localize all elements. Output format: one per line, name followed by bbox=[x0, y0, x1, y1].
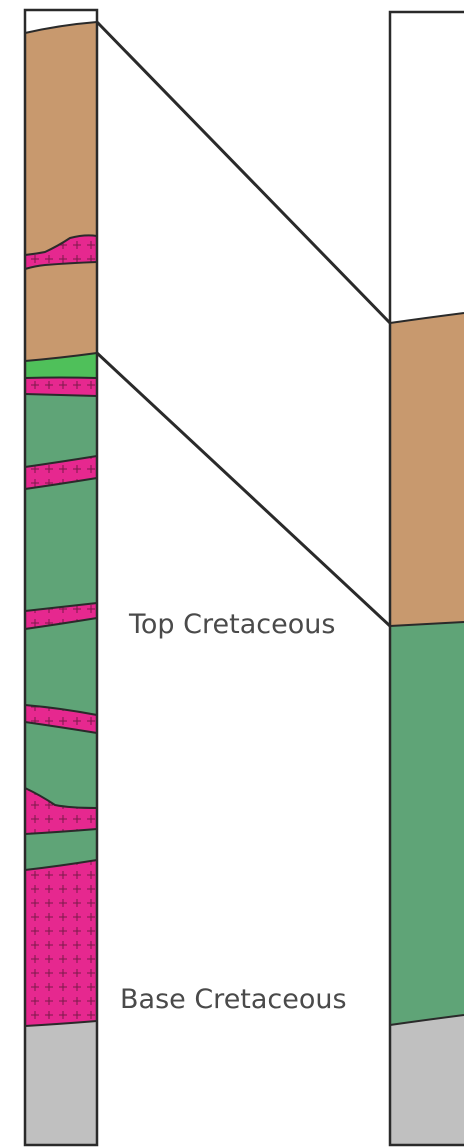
correlation-lines bbox=[97, 22, 390, 626]
left-igneous-sill-2 bbox=[25, 378, 97, 397]
top-tertiary-correlation-line bbox=[97, 22, 390, 323]
left-basement bbox=[25, 1021, 97, 1145]
right-cretaceous bbox=[390, 622, 464, 1025]
left-well-column bbox=[25, 10, 97, 1145]
base-cretaceous-label: Base Cretaceous bbox=[120, 984, 347, 1015]
right-well-column bbox=[390, 12, 464, 1145]
left-tertiary-lower bbox=[25, 262, 97, 361]
top-cretaceous-label: Top Cretaceous bbox=[128, 609, 335, 640]
left-cretaceous-3 bbox=[25, 618, 97, 715]
right-basement bbox=[390, 1015, 464, 1145]
left-cretaceous-2 bbox=[25, 478, 97, 611]
left-cretaceous-1 bbox=[25, 394, 97, 467]
right-tertiary bbox=[390, 313, 464, 626]
left-tertiary-upper bbox=[25, 22, 97, 255]
left-boundary bbox=[25, 378, 97, 379]
top-cretaceous-correlation-line bbox=[97, 353, 390, 626]
left-igneous-thick-body bbox=[25, 860, 97, 1026]
